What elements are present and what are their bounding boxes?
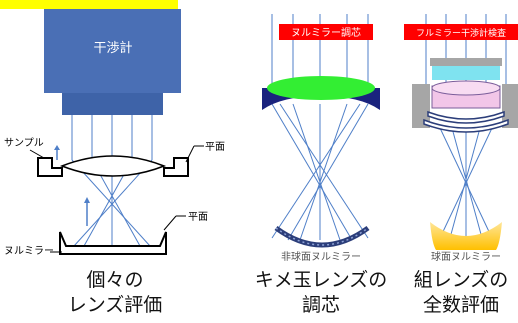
spherical-mirror: [430, 222, 502, 250]
interferometer-body: [44, 9, 181, 93]
banner-panel2: [279, 24, 373, 40]
null-mirror-label: ヌルミラー: [4, 245, 54, 257]
flat-bottom-leader: [163, 215, 177, 231]
caption-panel1-line2: レンズ評価: [67, 294, 163, 316]
flat-bottom-label: 平面: [188, 212, 208, 223]
caption-panel2: キメ玉レンズの 調芯: [246, 268, 396, 318]
banner-panel2-text: ヌルミラー調芯: [291, 26, 361, 39]
beam-lines-panel2: [271, 14, 369, 241]
lens-pink-top: [431, 80, 501, 96]
barrel-left: [412, 84, 430, 128]
caption-panel3-line2: 全数評価: [422, 294, 499, 316]
flat-top-label: 平面: [205, 142, 225, 153]
highlight-band: [0, 0, 178, 9]
aspheric-sublabel: 非球面ヌルミラー: [281, 250, 361, 263]
barrel-right: [502, 84, 518, 128]
caption-panel2-line2: 調芯: [301, 294, 340, 316]
sample-holder-right: [163, 157, 189, 177]
panel-individual-lens: 干渉計 サンプル 平面: [4, 9, 225, 257]
beam-lines-panel1: [71, 115, 153, 247]
null-mirror-panel1: [59, 231, 167, 255]
caption-panel1-line1: 個々の: [86, 269, 144, 291]
lens-stack-2: [423, 118, 509, 133]
caption-panel3-line1: 組レンズの: [413, 269, 509, 291]
barrel-top: [430, 58, 502, 66]
caption-panel1: 個々の レンズ評価: [48, 268, 182, 318]
panel-assembly-evaluation: フルミラー干渉計検査 球面ヌルミラー: [404, 14, 518, 263]
lens-cyan: [432, 66, 500, 80]
sample-label: サンプル: [4, 137, 44, 149]
interferometer-nozzle: [62, 93, 163, 115]
flat-top-leader: [185, 145, 195, 163]
sample-holder-left: [37, 157, 63, 177]
banner-panel3-text: フルミラー干渉計検査: [416, 27, 506, 39]
banner-panel3: [404, 24, 518, 40]
sample-leader-line: [29, 149, 45, 159]
caption-panel3: 組レンズの 全数評価: [404, 268, 518, 318]
spherical-sublabel: 球面ヌルミラー: [431, 250, 501, 263]
interferometer-label: 干渉計: [93, 40, 132, 56]
panel-lens-alignment: ヌルミラー調芯 非球面ヌルミラー: [262, 14, 380, 263]
lens-green-top: [267, 76, 375, 100]
lens-stack-1: [427, 110, 505, 124]
caption-panel2-line1: キメ玉レンズの: [254, 269, 388, 291]
sample-lens: [59, 155, 167, 177]
